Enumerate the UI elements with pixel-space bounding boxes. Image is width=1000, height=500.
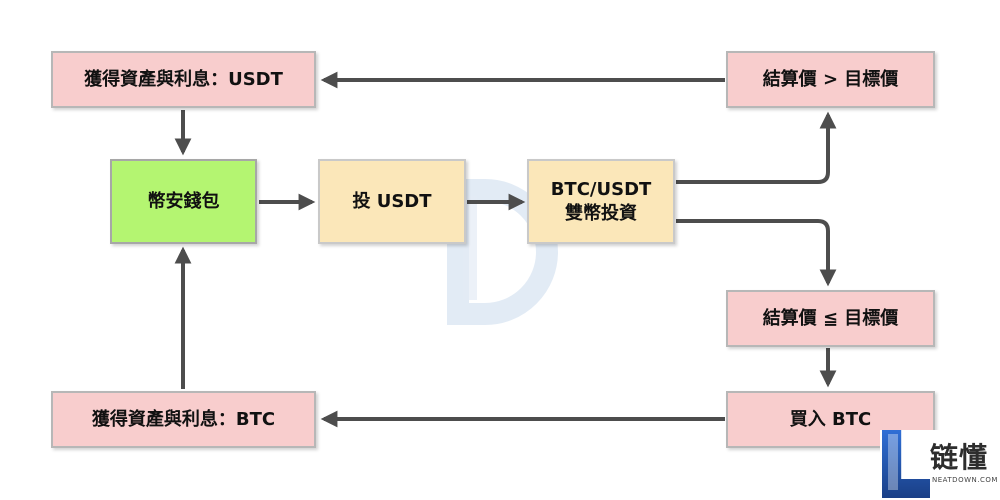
node-wallet: 幣安錢包 bbox=[110, 159, 257, 244]
arrow-dual-to-settle-below bbox=[676, 219, 837, 287]
node-wallet-label: 幣安錢包 bbox=[147, 190, 220, 212]
node-invest-usdt-label: 投 USDT bbox=[352, 190, 432, 212]
node-earn-btc: 獲得資產與利息：BTC bbox=[51, 391, 316, 448]
node-dual-pair-label: BTC/USDT bbox=[550, 179, 652, 201]
node-dual-name-label: 雙幣投資 bbox=[565, 202, 637, 224]
node-buy-btc-label: 買入 BTC bbox=[789, 408, 872, 430]
node-dual-investment: BTC/USDT 雙幣投資 bbox=[527, 159, 675, 244]
node-settle-below: 結算價 ≦ 目標價 bbox=[726, 290, 935, 347]
node-settle-below-label: 結算價 ≦ 目標價 bbox=[762, 307, 899, 329]
node-settle-above-label: 結算價 > 目標價 bbox=[762, 68, 899, 90]
node-invest-usdt: 投 USDT bbox=[318, 159, 466, 244]
node-earn-usdt-label: 獲得資產與利息：USDT bbox=[84, 68, 283, 90]
neatdown-logo: 链懂 NEATDOWN.COM bbox=[880, 430, 1000, 500]
node-settle-above: 結算價 > 目標價 bbox=[726, 51, 935, 108]
arrow-dual-to-settle-above bbox=[676, 111, 837, 184]
node-earn-usdt: 獲得資產與利息：USDT bbox=[51, 51, 316, 108]
logo-english-text: NEATDOWN.COM bbox=[932, 476, 998, 484]
node-earn-btc-label: 獲得資產與利息：BTC bbox=[91, 408, 276, 430]
logo-chinese-text: 链懂 bbox=[930, 441, 989, 474]
